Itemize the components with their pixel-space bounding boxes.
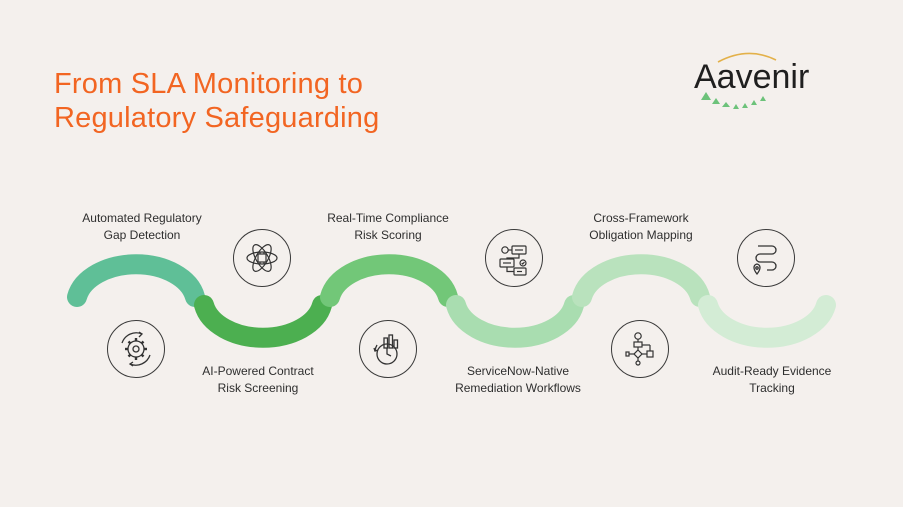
gear-cycle-icon <box>107 320 165 378</box>
logo-triangles <box>701 92 766 109</box>
logo-wordmark: Aavenir <box>694 58 809 96</box>
wave-segment-3 <box>320 254 458 307</box>
wave-segment-2 <box>194 295 332 348</box>
route-pin-icon <box>737 229 795 287</box>
atom-chip-icon <box>233 229 291 287</box>
flowchart-icon <box>611 320 669 378</box>
title-line-2: Regulatory Safeguarding <box>54 102 380 134</box>
title-line-1: From SLA Monitoring to <box>54 68 364 100</box>
wave-segment-5 <box>572 254 710 307</box>
wave-segment-4 <box>446 295 584 348</box>
clock-chart-icon <box>359 320 417 378</box>
wave-segment-6 <box>698 295 836 348</box>
workflow-cards-icon <box>485 229 543 287</box>
logo-arc <box>717 52 777 63</box>
aavenir-logo: Aavenir <box>694 52 809 109</box>
wave-segment-1 <box>67 254 205 307</box>
page-title: From SLA Monitoring to Regulatory Safegu… <box>54 67 379 135</box>
